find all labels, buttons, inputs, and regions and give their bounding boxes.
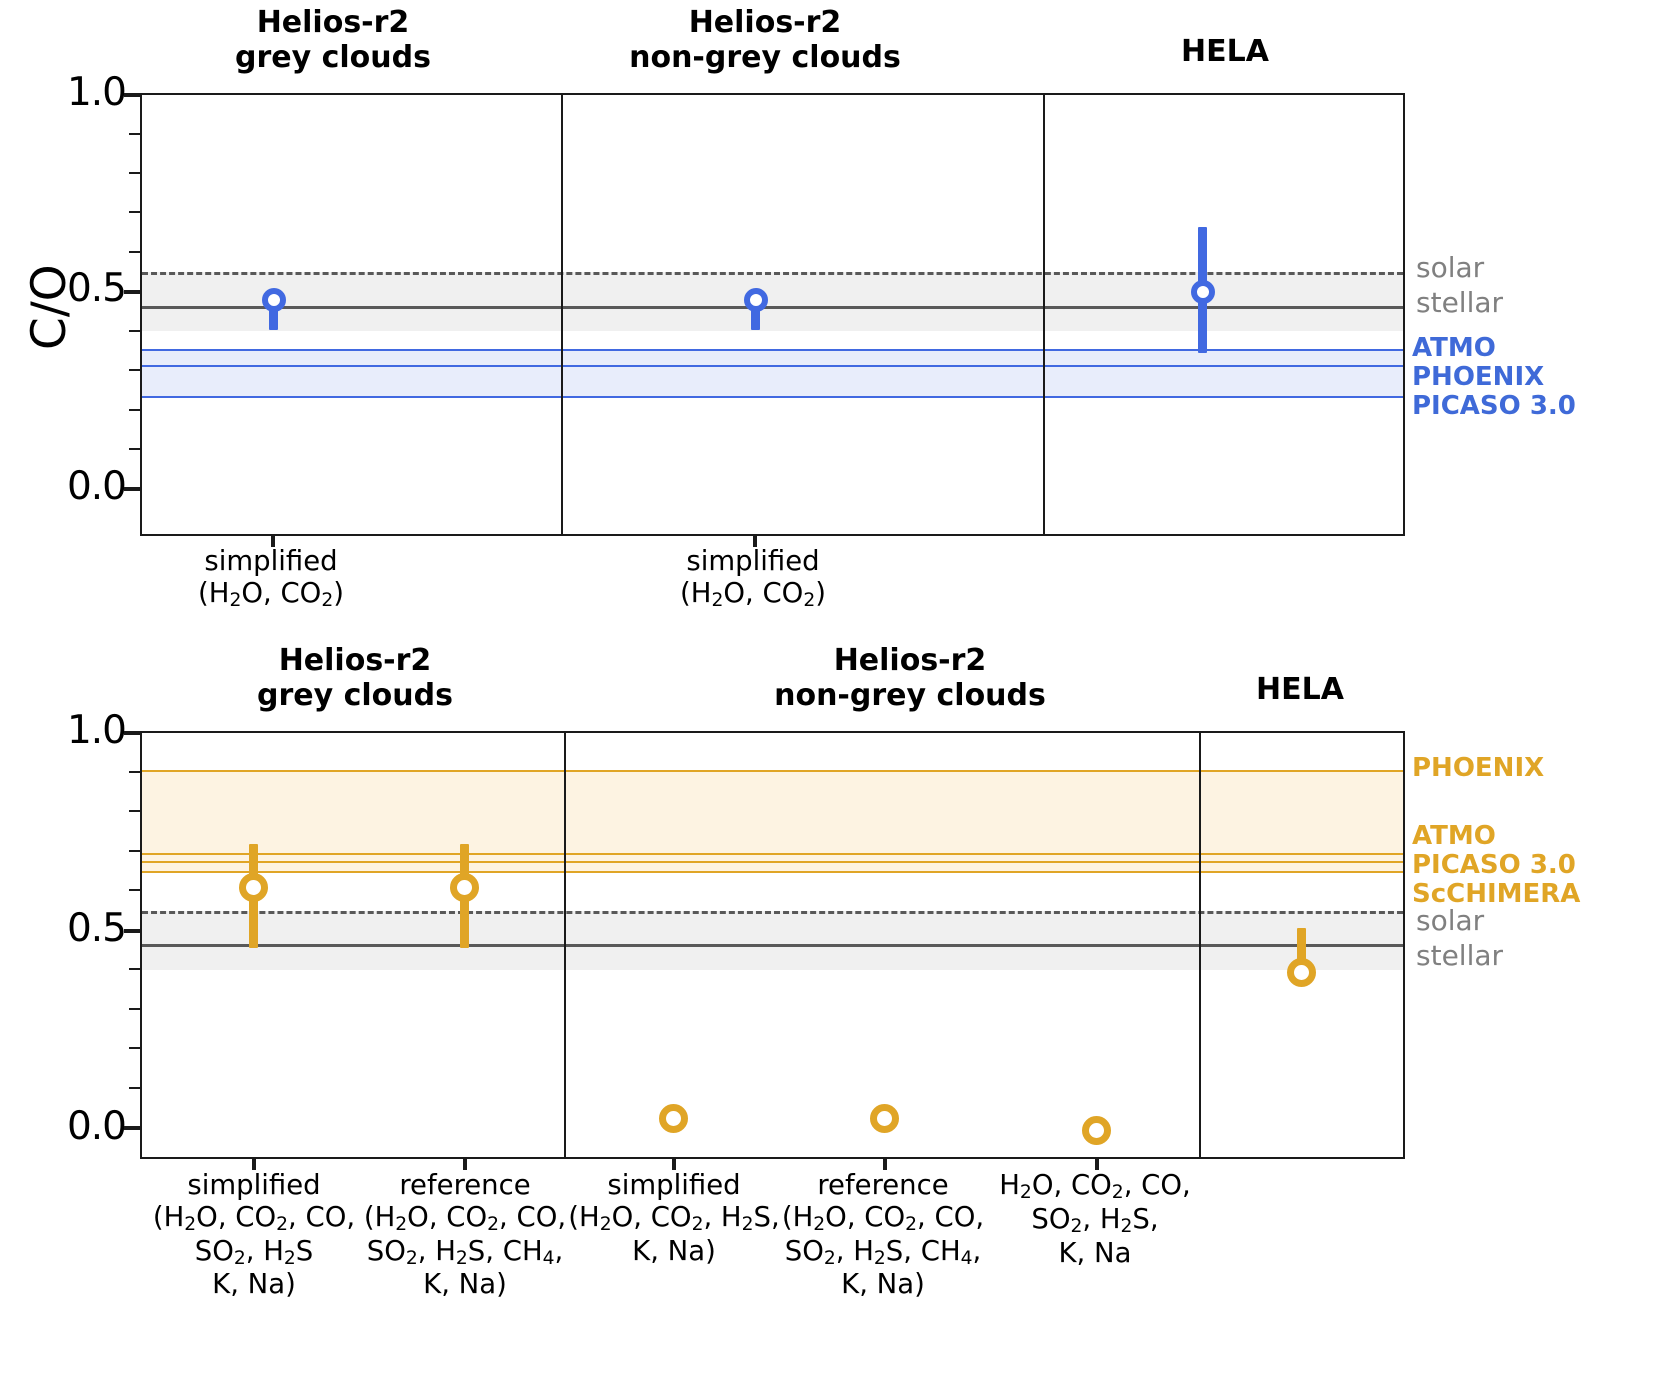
bottom-band-model-range (142, 770, 1403, 871)
top-right-label-stellar: stellar (1416, 286, 1504, 319)
bottom-xtick-1 (463, 1159, 467, 1170)
bottom-ytick-label-0.5: 0.5 (66, 906, 127, 951)
top-refline-phoenix (142, 365, 1403, 367)
bottom-xtick-label-3: reference(H2O, CO2, CO,SO2, H2S, CH4,K, … (781, 1169, 985, 1301)
top-refline-atmo (142, 349, 1403, 351)
top-ytick-minor-0.1 (129, 448, 140, 450)
bottom-ytick-minor-0.6 (129, 889, 140, 891)
bottom-xtick-3 (883, 1159, 887, 1170)
bottom-column-divider-2 (1199, 733, 1201, 1157)
bottom-ytick-major-1.0 (124, 731, 140, 735)
bottom-plot-area (140, 731, 1405, 1159)
top-errorbar-0 (269, 302, 278, 330)
bottom-xtick-label-2: simplified(H2O, CO2, H2S,K, Na) (568, 1169, 780, 1267)
top-group-title-2: HELA (1181, 34, 1269, 69)
bottom-refline-phoenix (142, 770, 1403, 772)
bottom-xtick-2 (672, 1159, 676, 1170)
top-xtick-label-1: simplified(H2O, CO2) (680, 545, 826, 611)
bottom-right-label-atmo: ATMO (1412, 821, 1496, 851)
bottom-ytick-minor-0.3 (129, 1008, 140, 1010)
top-xtick-label-0: simplified(H2O, CO2) (198, 545, 344, 611)
top-column-divider-2 (1043, 95, 1045, 534)
top-panel: Helios-r2 grey clouds Helios-r2 non-grey… (0, 0, 1660, 620)
top-refline-picaso (142, 396, 1403, 398)
top-column-divider-1 (561, 95, 563, 534)
bottom-right-label-scchimera: ScCHIMERA (1412, 879, 1581, 909)
bottom-marker-2[interactable] (659, 1104, 688, 1133)
bottom-ytick-minor-0.9 (129, 771, 140, 773)
top-plot-area (140, 93, 1405, 536)
bottom-refline-atmo (142, 853, 1403, 855)
bottom-marker-4[interactable] (1082, 1116, 1111, 1145)
bottom-band-solar-stellar (142, 911, 1403, 970)
bottom-ytick-minor-0.8 (129, 810, 140, 812)
top-ytick-major-0.5 (124, 290, 140, 294)
bottom-xtick-4 (1095, 1159, 1099, 1170)
bottom-xtick-label-4: H2O, CO2, CO,SO2, H2S,K, Na (999, 1169, 1191, 1269)
top-ytick-minor-0.7 (129, 211, 140, 213)
bottom-errorbar-5 (1297, 928, 1306, 972)
top-right-label-solar: solar (1416, 251, 1485, 284)
top-right-label-phoenix: PHOENIX (1412, 362, 1545, 392)
bottom-marker-5[interactable] (1287, 958, 1316, 987)
bottom-refline-stellar (142, 944, 1403, 947)
top-ytick-major-1.0 (124, 93, 140, 97)
bottom-right-label-picaso: PICASO 3.0 (1412, 850, 1576, 880)
top-ytick-label-0.5: 0.5 (66, 266, 127, 311)
bottom-marker-0[interactable] (239, 873, 268, 902)
top-right-label-atmo: ATMO (1412, 333, 1496, 363)
top-band-model-range (142, 349, 1403, 396)
bottom-group-title-0: Helios-r2 grey clouds (257, 643, 453, 714)
top-ytick-minor-0.4 (129, 330, 140, 332)
bottom-ytick-minor-0.4 (129, 968, 140, 970)
bottom-right-label-stellar: stellar (1416, 939, 1504, 972)
top-marker-2[interactable] (1191, 280, 1215, 304)
top-errorbar-1 (751, 302, 760, 330)
top-xtick-1 (753, 536, 757, 547)
bottom-ytick-label-0.0: 0.0 (66, 1104, 127, 1149)
top-ytick-label-1.0: 1.0 (66, 70, 127, 115)
bottom-group-title-2: HELA (1256, 672, 1344, 707)
bottom-ytick-label-1.0: 1.0 (66, 708, 127, 753)
bottom-panel: Helios-r2 grey clouds Helios-r2 non-grey… (0, 628, 1660, 1385)
bottom-refline-picaso (142, 861, 1403, 863)
bottom-ytick-minor-0.1 (129, 1087, 140, 1089)
top-ytick-minor-0.8 (129, 172, 140, 174)
bottom-ytick-minor-0.2 (129, 1047, 140, 1049)
bottom-group-title-1: Helios-r2 non-grey clouds (774, 643, 1046, 714)
top-ytick-label-0.0: 0.0 (66, 464, 127, 509)
top-marker-0[interactable] (262, 288, 286, 312)
top-marker-1[interactable] (744, 288, 768, 312)
top-xtick-0 (271, 536, 275, 547)
bottom-right-label-solar: solar (1416, 904, 1485, 937)
bottom-xtick-0 (252, 1159, 256, 1170)
bottom-right-label-phoenix: PHOENIX (1412, 753, 1545, 783)
top-group-title-0: Helios-r2 grey clouds (235, 5, 431, 76)
top-group-title-1: Helios-r2 non-grey clouds (629, 5, 901, 76)
top-ytick-minor-0.9 (129, 133, 140, 135)
top-ytick-minor-0.2 (129, 409, 140, 411)
bottom-ytick-major-0.0 (124, 1126, 140, 1130)
top-refline-solar (142, 272, 1403, 275)
bottom-refline-solar (142, 911, 1403, 914)
top-ytick-minor-0.3 (129, 369, 140, 371)
bottom-ytick-minor-0.7 (129, 850, 140, 852)
top-ytick-minor-0.6 (129, 251, 140, 253)
bottom-ytick-major-0.5 (124, 929, 140, 933)
bottom-marker-1[interactable] (450, 873, 479, 902)
top-right-label-picaso: PICASO 3.0 (1412, 391, 1576, 421)
bottom-marker-3[interactable] (870, 1104, 899, 1133)
top-refline-stellar (142, 306, 1403, 309)
bottom-column-divider-1 (564, 733, 566, 1157)
top-band-solar-stellar (142, 272, 1403, 331)
bottom-refline-scchimera (142, 871, 1403, 873)
bottom-xtick-label-1: reference(H2O, CO2, CO,SO2, H2S, CH4,K, … (363, 1169, 567, 1301)
top-ytick-major-0.0 (124, 487, 140, 491)
